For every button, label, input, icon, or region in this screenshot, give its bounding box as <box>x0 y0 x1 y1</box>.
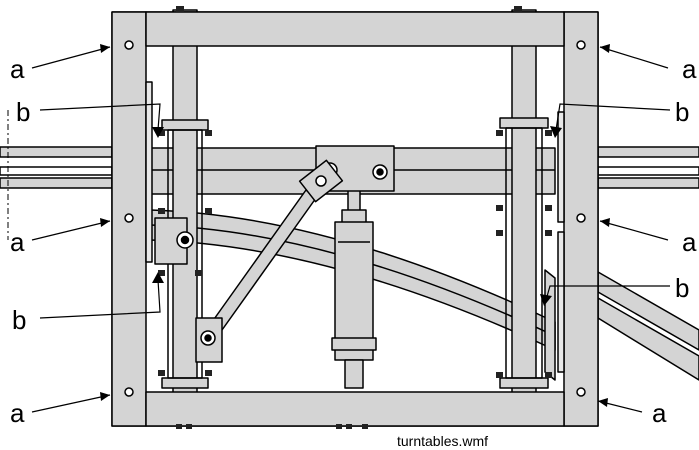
label-a-middle-left: a <box>10 227 25 257</box>
label-b-top-left: b <box>16 97 30 127</box>
right-column <box>499 9 549 401</box>
right-conveyor-rails <box>597 146 699 189</box>
label-a-middle-right: a <box>682 227 697 257</box>
label-b-bottom-left: b <box>12 305 26 335</box>
label-a-top-left: a <box>10 54 25 84</box>
pneumatic-cylinder <box>331 179 377 389</box>
outer-frame <box>111 11 599 427</box>
frame-holes <box>124 40 586 397</box>
left-pivot-bracket <box>154 217 194 265</box>
left-conveyor-rails <box>0 110 113 240</box>
file-caption: turntables.wmf <box>397 433 488 449</box>
label-a-top-right: a <box>682 54 697 84</box>
bolts <box>158 6 552 429</box>
label-a-bottom-right: a <box>652 398 667 428</box>
left-column <box>161 9 209 401</box>
label-a-bottom-left: a <box>10 398 25 428</box>
linkage-arm <box>195 159 344 363</box>
label-b-top-right: b <box>675 97 689 127</box>
arrow-heads <box>100 44 610 407</box>
label-b-bottom-right: b <box>675 273 689 303</box>
